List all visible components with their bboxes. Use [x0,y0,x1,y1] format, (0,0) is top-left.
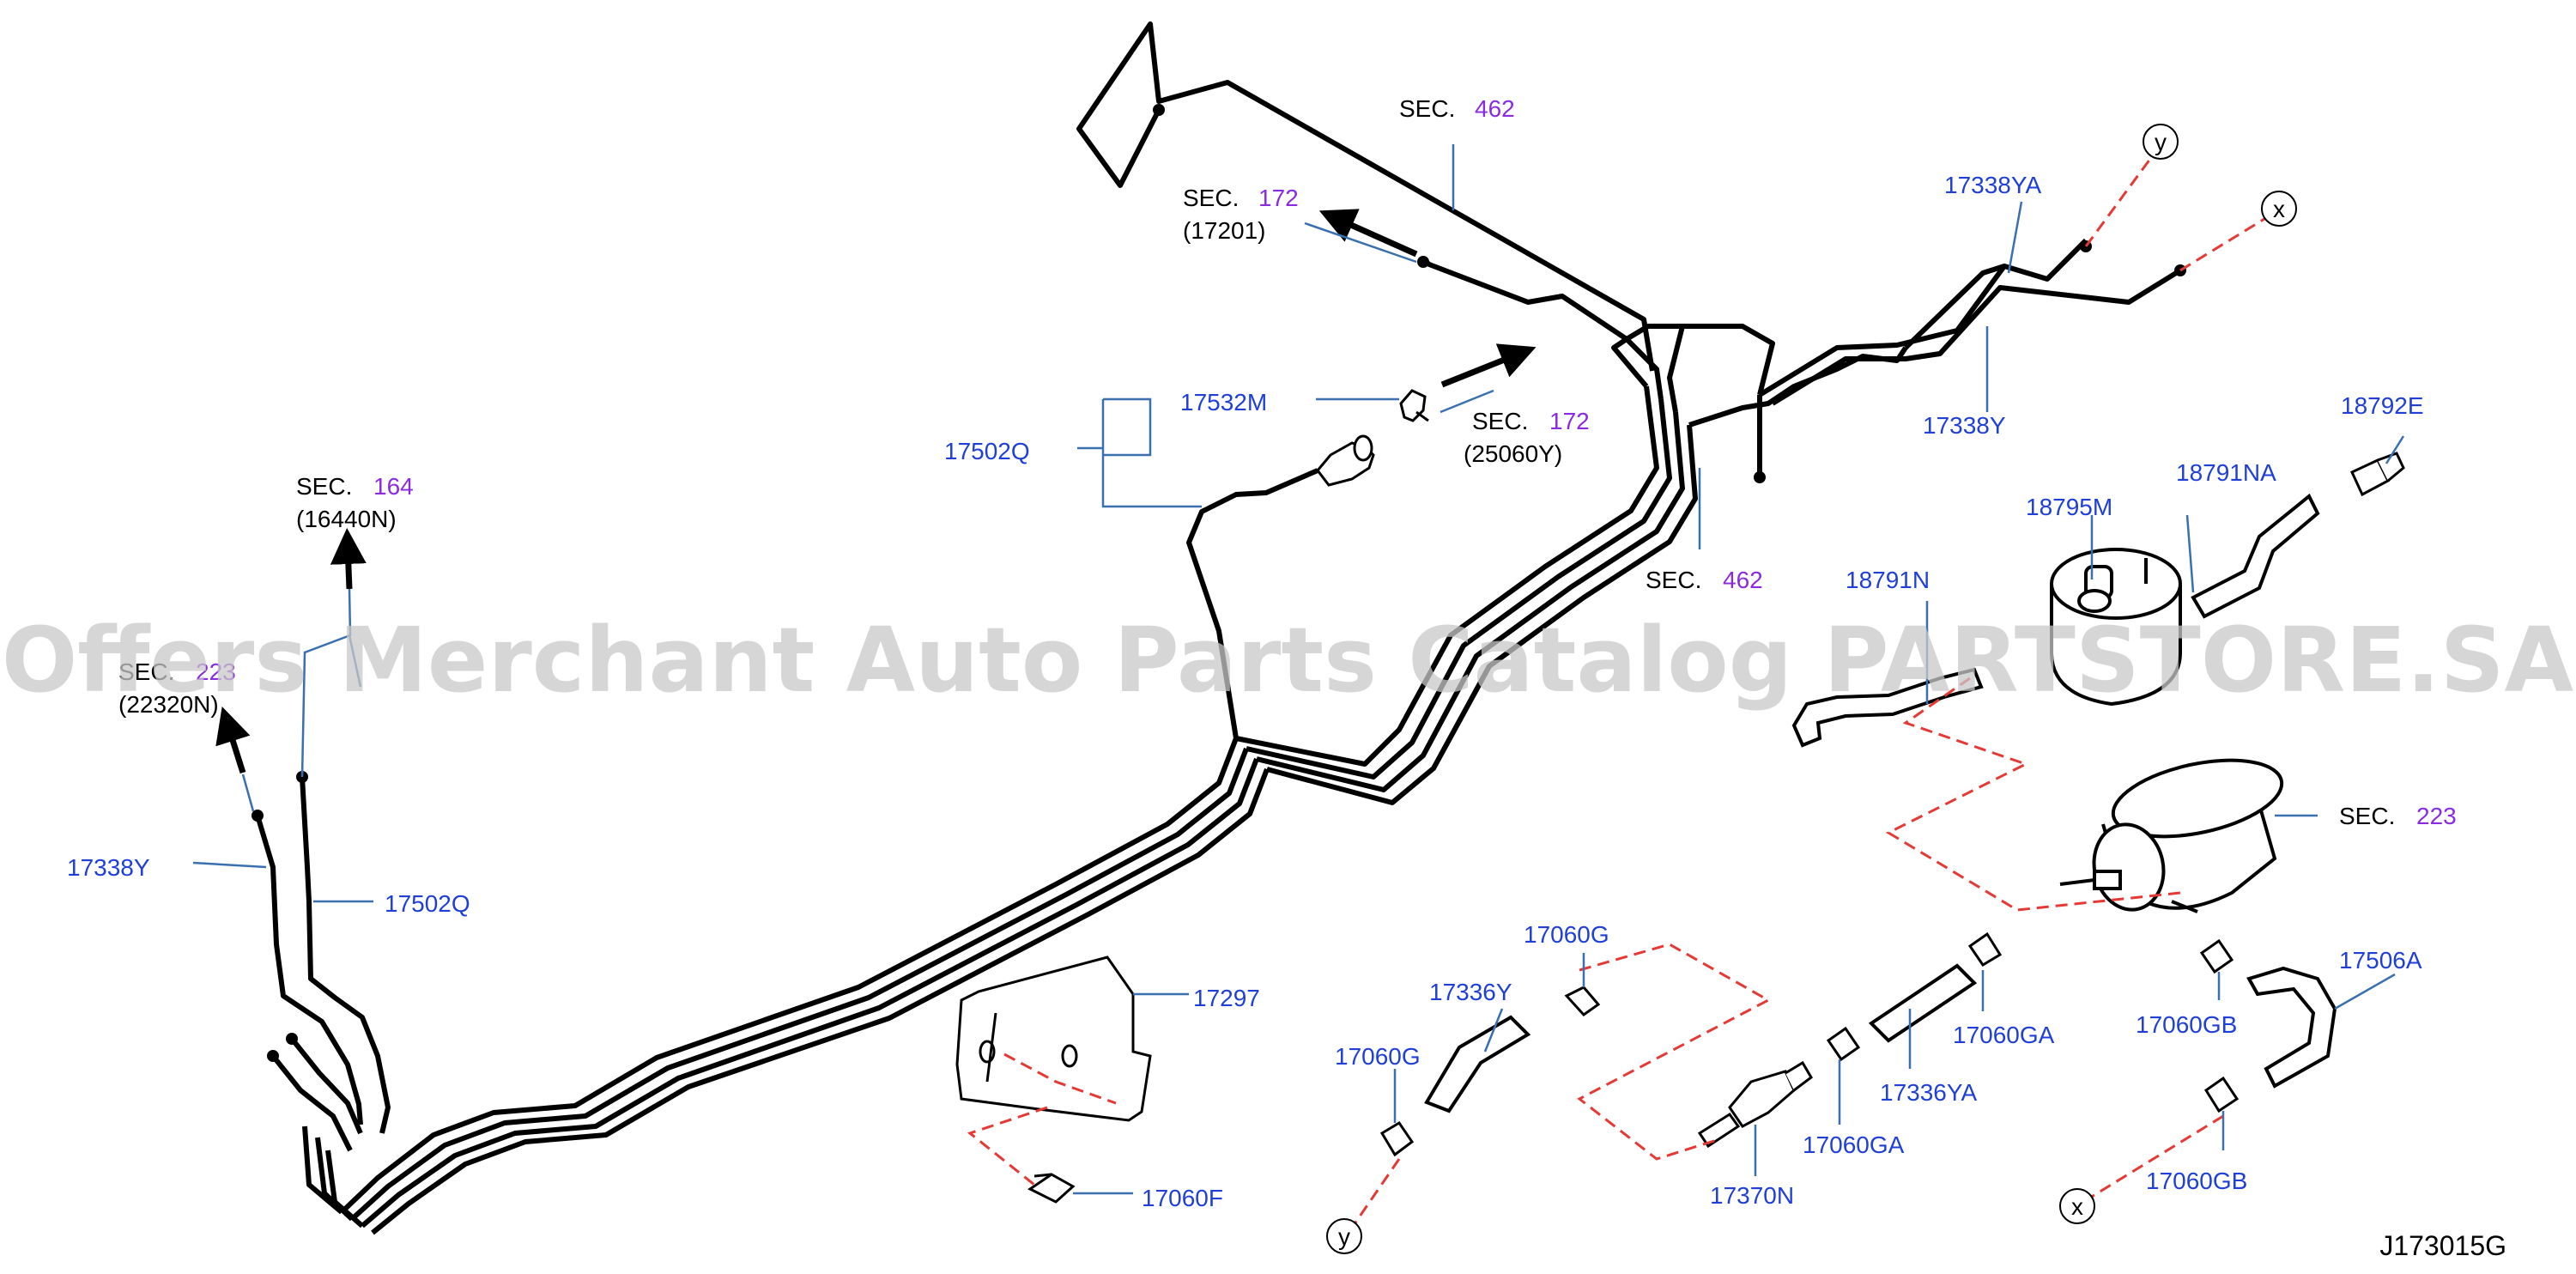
svg-text:(25060Y): (25060Y) [1464,440,1562,467]
part-label-17297: 17297 [1193,985,1260,1011]
part-label-17060GB-lower: 17060GB [2146,1168,2247,1194]
svg-text:(22320N): (22320N) [118,691,219,718]
svg-text:(17201): (17201) [1183,217,1266,244]
hose-17506A [2246,966,2337,1089]
part-label-17336Y: 17336Y [1429,979,1512,1005]
part-labels: 17338YA 17338Y 17532M 17502Q 18792E 1879… [67,172,2424,1211]
svg-text:462: 462 [1723,567,1763,593]
part-label-17532M: 17532M [1180,389,1267,416]
clip-17060F [1027,1173,1076,1204]
callout-x-bottom: x [2059,1188,2095,1224]
part-label-17502Q-lower: 17502Q [385,890,470,917]
part-label-17060GA-left: 17060GA [1803,1131,1905,1158]
watermark: Offers Merchant Auto Parts Catalog PARTS… [2,608,2573,713]
sec-ref-172-17201: SEC. 172 (17201) [1183,185,1299,244]
svg-text:x: x [2273,196,2285,222]
clamp-17060GA-right [1967,931,2003,968]
part-label-17060GA-right: 17060GA [1953,1022,2055,1048]
svg-text:SEC.: SEC. [1472,408,1528,434]
hose-clamps [1379,931,2240,1157]
svg-text:x: x [2071,1193,2083,1220]
svg-text:172: 172 [1258,185,1299,211]
sec-references: SEC. 462 SEC. 172 (17201) SEC. 172 (2506… [118,95,2457,829]
dashed-routing-lines [967,158,2265,1228]
part-label-17060G-upper: 17060G [1524,921,1609,948]
svg-text:SEC.: SEC. [118,658,174,685]
part-label-17060GB-upper: 17060GB [2136,1011,2237,1038]
svg-text:462: 462 [1475,95,1515,122]
svg-text:164: 164 [373,473,414,500]
sec-ref-172-25060Y: SEC. 172 (25060Y) [1464,408,1590,467]
svg-text:172: 172 [1549,408,1590,434]
valve-18792E [2350,452,2405,497]
sec-ref-462-top: SEC. 462 [1399,95,1515,122]
canister-sec223 [2059,758,2284,913]
part-label-17336YA: 17336YA [1880,1079,1977,1106]
clamp-17060GA-left [1826,1026,1861,1062]
callout-y-top: y [2143,124,2179,160]
clamp-17060G-upper [1564,986,1601,1016]
rear-tubes [255,776,391,1228]
hose-17336YA [1868,963,1978,1043]
sec-ref-223-22320N: SEC. 223 (22320N) [118,658,236,718]
svg-text:y: y [2155,129,2167,155]
part-label-17338Y-right: 17338Y [1923,412,2006,439]
hose-17336Y [1424,1015,1531,1113]
svg-text:223: 223 [2416,803,2457,829]
svg-text:SEC.: SEC. [1399,95,1455,122]
sec-ref-223-right: SEC. 223 [2339,803,2457,829]
svg-text:(16440N): (16440N) [296,506,397,532]
quick-connector-17502Q [1316,434,1375,487]
callout-y-bottom: y [1326,1218,1362,1254]
part-label-17060G-lower: 17060G [1335,1043,1421,1070]
svg-text:223: 223 [196,658,236,685]
callouts: y x y x [1326,124,2297,1254]
canister-18795M [2050,548,2182,707]
svg-text:SEC.: SEC. [1183,185,1239,211]
direction-arrows [215,209,1537,774]
clip-17532M [1399,389,1429,422]
sec-ref-164-16440N: SEC. 164 (16440N) [296,473,414,532]
svg-text:y: y [1338,1223,1350,1250]
part-label-18795M: 18795M [2026,494,2112,520]
part-label-18791N: 18791N [1846,567,1930,593]
part-label-17502Q-upper: 17502Q [944,438,1030,464]
part-label-17338YA: 17338YA [1944,172,2041,198]
svg-text:SEC.: SEC. [296,473,352,500]
protector-17297 [955,956,1152,1122]
tube-end-dots [252,104,2186,1062]
part-label-18791NA: 18791NA [2176,459,2276,486]
clamp-17060GB-lower [2203,1076,2240,1113]
part-label-17060F: 17060F [1142,1185,1223,1211]
clamp-17060G-lower [1379,1120,1415,1157]
hose-18791N [1791,667,1984,748]
part-label-18792E: 18792E [2341,392,2424,419]
hose-18791NA [2191,493,2320,619]
leader-lines [192,144,2405,1195]
diagram-id: J173015G [2379,1230,2506,1261]
part-label-17370N: 17370N [1710,1182,1794,1209]
clamp-17060GB-upper [2199,938,2234,974]
fuel-tube-bundle [339,21,2182,1235]
svg-text:SEC.: SEC. [2339,803,2395,829]
part-label-17338Y-left: 17338Y [67,854,150,881]
callout-x-top: x [2261,191,2297,227]
sec-ref-462-bottom: SEC. 462 [1646,567,1763,593]
part-label-17506A: 17506A [2339,947,2422,974]
svg-text:SEC.: SEC. [1646,567,1701,593]
connector-17370N [1697,1060,1813,1149]
